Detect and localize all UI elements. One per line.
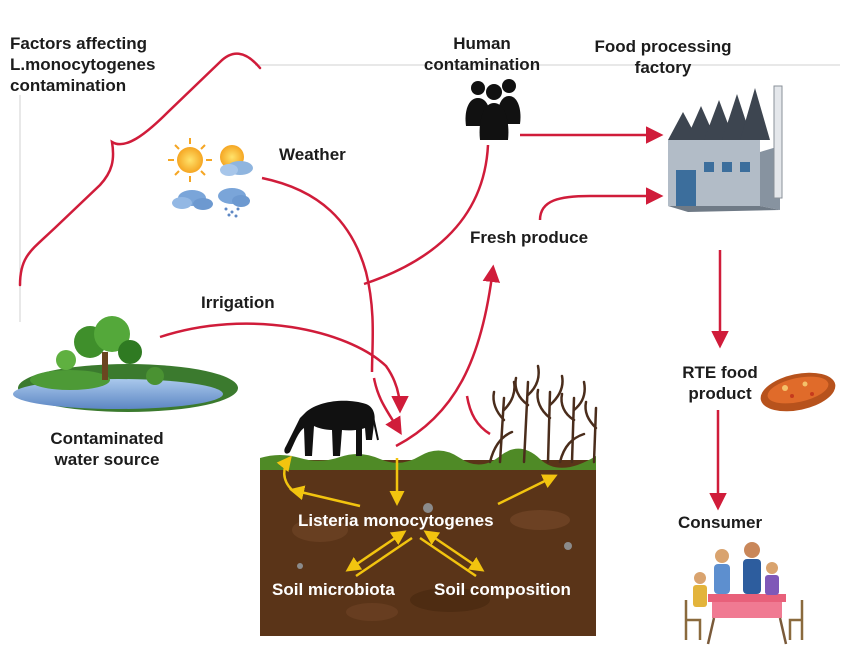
- human-label-line-2: contamination: [423, 55, 541, 74]
- arrow-down-to-soil: [372, 377, 402, 436]
- bread-icon: [760, 372, 836, 412]
- corn-icon: [488, 364, 598, 464]
- title-line-2: L.monocytogenes: [10, 55, 156, 74]
- title: Factors affecting L.monocytogenes contam…: [10, 33, 155, 96]
- arrow-irrigation: [159, 322, 409, 414]
- soil-microbiota-label: Soil microbiota: [272, 580, 395, 599]
- human-label-line-1: Human: [453, 34, 511, 53]
- arrow-listeria-composition-2: [419, 536, 477, 578]
- people-icon: [465, 79, 521, 140]
- rte-label-line-2: product: [688, 384, 752, 403]
- listeria-label: Listeria monocytogenes: [298, 511, 494, 530]
- irrigation-label: Irrigation: [201, 293, 275, 312]
- rte-label-line-1: RTE food: [682, 363, 758, 382]
- rte-food-label: RTE food product: [660, 362, 780, 404]
- arrow-fresh-to-factory: [538, 187, 664, 221]
- arrow-listeria-to-corn: [497, 474, 558, 506]
- fresh-produce-label: Fresh produce: [470, 228, 589, 247]
- factory-label-line-1: Food processing: [594, 37, 732, 56]
- arrow-listeria-to-cow: [289, 485, 361, 508]
- title-line-1: Factors affecting: [10, 34, 147, 53]
- human-contamination-label: Human contamination: [412, 33, 552, 75]
- consumer-label: Consumer: [678, 513, 763, 532]
- arrow-listeria-microbiota: [345, 530, 407, 572]
- arrow-corn-link: [465, 395, 491, 436]
- factory-label: Food processing factory: [578, 36, 748, 78]
- arrow-up-to-cow: [276, 455, 293, 491]
- pond-icon: [13, 316, 238, 412]
- arrow-human-curve: [363, 144, 490, 286]
- soil-composition-label: Soil composition: [434, 580, 571, 599]
- factory-icon: [668, 85, 783, 212]
- water-source-label: Contaminated water source: [18, 428, 196, 470]
- water-label-line-1: Contaminated: [50, 429, 164, 448]
- flow-arrows: [159, 126, 729, 511]
- arrow-weather-curve: [261, 176, 375, 373]
- title-brace: [18, 52, 262, 287]
- weather-icon: [168, 138, 253, 218]
- arrow-listeria-microbiota-2: [355, 536, 413, 578]
- weather-label: Weather: [279, 145, 346, 164]
- cow-icon: [284, 400, 379, 456]
- arrow-listeria-composition: [423, 530, 485, 572]
- family-table-icon: [684, 542, 804, 645]
- arrow-soil-to-fresh: [395, 264, 501, 448]
- title-line-3: contamination: [10, 76, 127, 95]
- factory-label-line-2: factory: [634, 58, 692, 77]
- water-label-line-2: water source: [54, 450, 160, 469]
- soil-arrows: [276, 455, 558, 578]
